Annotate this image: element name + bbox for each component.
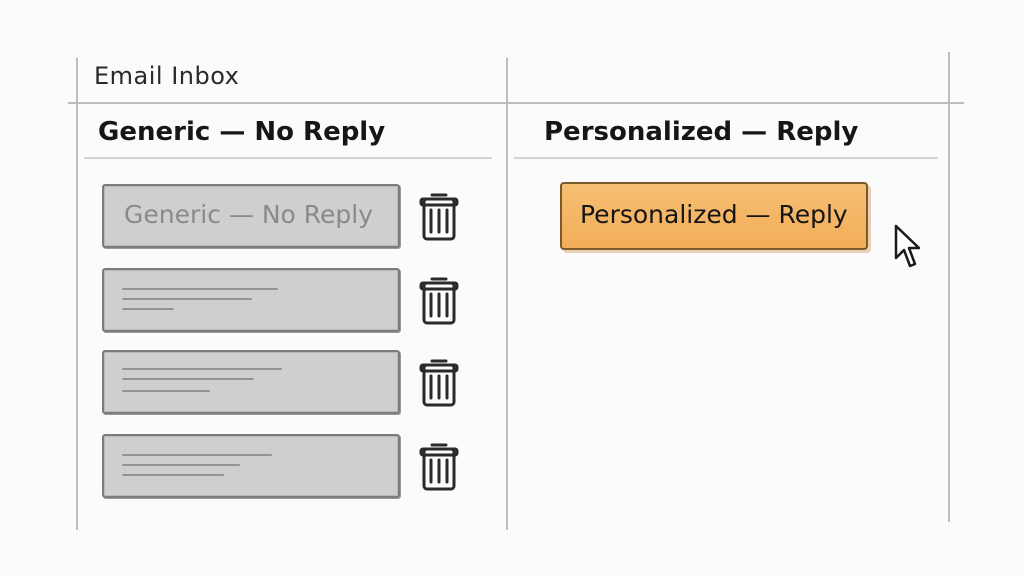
left-title-underline (84, 157, 492, 159)
left-column-title: Generic — No Reply (98, 117, 386, 147)
left-border-line (76, 58, 78, 530)
trash-icon[interactable] (416, 274, 462, 326)
placeholder-line (122, 368, 282, 370)
placeholder-line (122, 474, 224, 476)
email-item-placeholder-3[interactable] (102, 434, 400, 498)
email-item-placeholder-1[interactable] (102, 268, 400, 332)
placeholder-line (122, 288, 278, 290)
cursor-icon (892, 224, 921, 272)
trash-icon[interactable] (416, 356, 462, 408)
right-border-line (948, 52, 950, 522)
header-divider-line (68, 102, 964, 104)
personalized-reply-button[interactable]: Personalized — Reply (560, 182, 868, 250)
placeholder-line (122, 390, 210, 392)
placeholder-line (122, 464, 240, 466)
inbox-title: Email Inbox (94, 62, 240, 90)
email-item-generic[interactable]: Generic — No Reply (102, 184, 400, 248)
reply-button-label: Personalized — Reply (580, 200, 848, 229)
trash-icon[interactable] (416, 190, 462, 242)
placeholder-line (122, 308, 174, 310)
placeholder-line (122, 378, 254, 380)
middle-divider-line (506, 58, 508, 530)
email-item-placeholder-2[interactable] (102, 350, 400, 414)
trash-icon[interactable] (416, 440, 462, 492)
placeholder-line (122, 454, 272, 456)
right-title-underline (514, 157, 938, 159)
placeholder-line (122, 298, 252, 300)
right-column-title: Personalized — Reply (544, 117, 859, 147)
email-item-label: Generic — No Reply (124, 200, 374, 229)
